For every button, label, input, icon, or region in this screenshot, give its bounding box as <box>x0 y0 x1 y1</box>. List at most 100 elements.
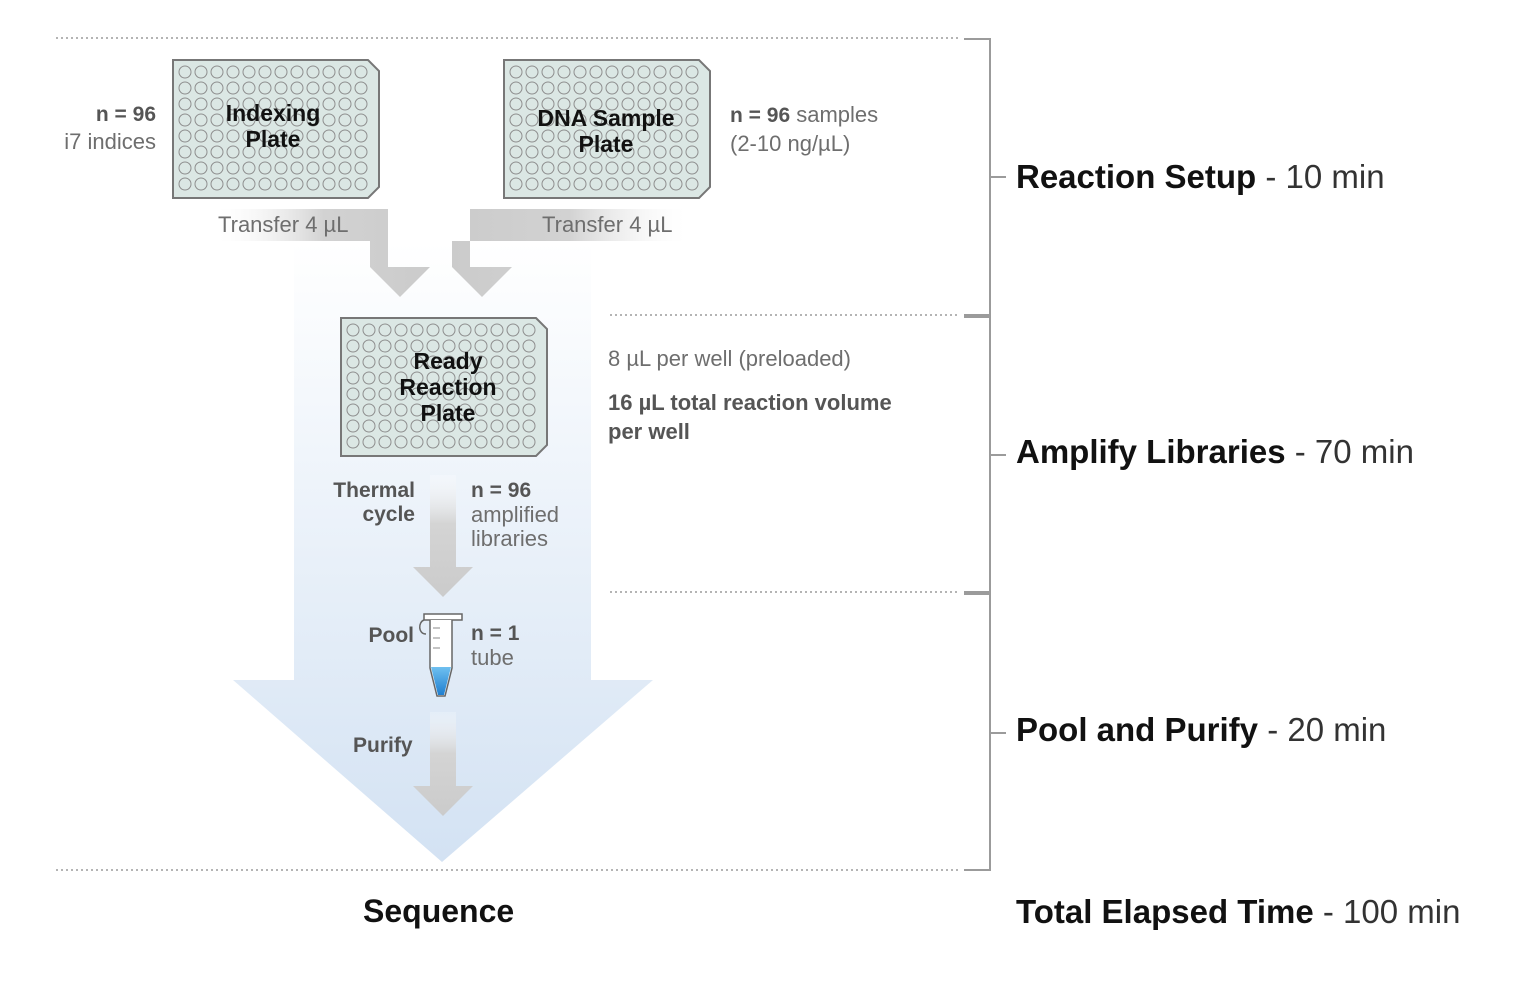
plate-well <box>557 129 571 143</box>
plate-well <box>338 177 352 191</box>
plate-well <box>378 387 392 401</box>
plate-well <box>621 177 635 191</box>
plate-well <box>509 145 523 159</box>
plate-well <box>242 145 256 159</box>
plate-well <box>290 145 304 159</box>
plate-well <box>490 371 504 385</box>
plate-well <box>490 323 504 337</box>
plate-well <box>490 419 504 433</box>
plate-well <box>509 97 523 111</box>
plate-well <box>410 435 424 449</box>
plate-well <box>226 81 240 95</box>
ready-plate-title-line3: Plate <box>420 400 476 426</box>
pool-label: Pool <box>368 624 415 647</box>
plate-well <box>573 97 587 111</box>
plate-well <box>621 97 635 111</box>
plate-well <box>242 97 256 111</box>
plate-well <box>458 323 472 337</box>
plate-well <box>474 403 488 417</box>
phase-pool-purify-duration: - 20 min <box>1267 711 1387 748</box>
plate-well <box>541 97 555 111</box>
phase-amplify-name: Amplify Libraries <box>1016 433 1286 470</box>
plate-well <box>653 81 667 95</box>
plate-well <box>258 81 272 95</box>
phase-amplify-libraries: Amplify Libraries - 70 min <box>1016 433 1414 471</box>
pool-n-label: n = 1 <box>471 622 520 645</box>
thermal-n-label: n = 96 <box>471 479 532 502</box>
plate-well <box>346 371 360 385</box>
phase-reaction-setup: Reaction Setup - 10 min <box>1016 158 1385 196</box>
plate-well <box>605 129 619 143</box>
plate-well <box>290 113 304 127</box>
plate-well <box>669 65 683 79</box>
plate-well <box>637 113 651 127</box>
plate-well <box>178 177 192 191</box>
phase-reaction-setup-name: Reaction Setup <box>1016 158 1257 195</box>
plate-well <box>274 113 288 127</box>
plate-well <box>354 81 368 95</box>
transfer-arrow-left <box>218 209 430 297</box>
plate-well <box>525 81 539 95</box>
plate-well <box>458 371 472 385</box>
plate-well <box>290 65 304 79</box>
plate-well <box>426 355 440 369</box>
plate-well <box>522 387 536 401</box>
plate-well <box>242 113 256 127</box>
plate-well <box>490 403 504 417</box>
plate-well <box>194 129 208 143</box>
plate-well <box>442 371 456 385</box>
plate-well <box>394 403 408 417</box>
ready-reaction-plate-icon <box>340 317 548 457</box>
plate-well <box>394 323 408 337</box>
plate-well <box>525 129 539 143</box>
plate-well <box>194 177 208 191</box>
plate-well <box>637 129 651 143</box>
plate-well <box>573 65 587 79</box>
plate-well <box>525 145 539 159</box>
plate-well <box>474 355 488 369</box>
plate-well <box>541 177 555 191</box>
plate-well <box>573 177 587 191</box>
plate-well <box>322 113 336 127</box>
plate-well <box>506 323 520 337</box>
plate-well <box>653 65 667 79</box>
plate-well <box>490 355 504 369</box>
plate-well <box>557 97 571 111</box>
dna-plate-title-line2: Plate <box>578 131 634 157</box>
plate-well <box>354 97 368 111</box>
transfer-arrow-right <box>452 209 686 297</box>
plate-well <box>354 113 368 127</box>
plate-well <box>346 435 360 449</box>
plate-well <box>685 97 699 111</box>
plate-well <box>226 97 240 111</box>
plate-well <box>378 339 392 353</box>
plate-well <box>522 419 536 433</box>
plate-well <box>226 161 240 175</box>
plate-well <box>394 387 408 401</box>
plate-well <box>637 97 651 111</box>
plate-well <box>541 161 555 175</box>
plate-well <box>306 97 320 111</box>
plate-well <box>426 323 440 337</box>
plate-well <box>589 97 603 111</box>
plate-well <box>178 65 192 79</box>
plate-well <box>378 403 392 417</box>
plate-well <box>346 355 360 369</box>
plate-well <box>458 403 472 417</box>
plate-well <box>226 65 240 79</box>
plate-well <box>589 113 603 127</box>
plate-well <box>669 113 683 127</box>
plate-well <box>522 339 536 353</box>
plate-well <box>442 339 456 353</box>
plate-well <box>258 65 272 79</box>
plate-well <box>290 177 304 191</box>
plate-well <box>426 435 440 449</box>
plate-well <box>394 419 408 433</box>
plate-well <box>322 81 336 95</box>
plate-well <box>290 97 304 111</box>
phase-reaction-setup-duration: - 10 min <box>1265 158 1385 195</box>
plate-well <box>242 161 256 175</box>
indexing-plate-title: Indexing Plate <box>203 100 343 152</box>
plate-well <box>474 435 488 449</box>
plate-well <box>442 387 456 401</box>
